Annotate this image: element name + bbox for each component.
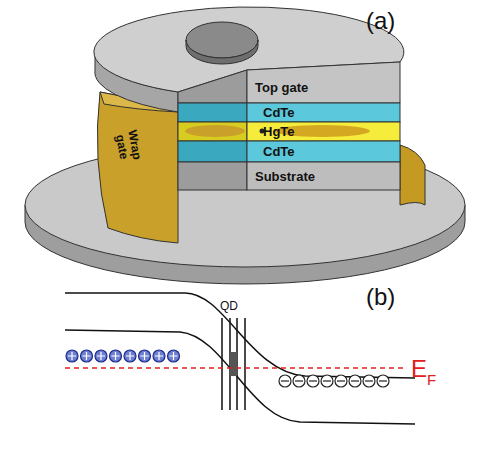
substrate-layer: Substrate — [247, 162, 400, 190]
cdte-layer: CdTe — [247, 103, 400, 122]
wrap-gate: Wrap gate — [106, 121, 149, 171]
panel-label: (a) — [366, 8, 395, 33]
layer-label: Top gate — [255, 80, 308, 95]
top-gate-layer: Top gate — [247, 72, 400, 103]
band-diagram — [65, 293, 415, 424]
layer-label: Wrap gate — [111, 122, 144, 170]
layer-label: CdTe — [263, 144, 295, 159]
layer-label: HgTe — [263, 124, 295, 139]
dot-label: QD — [220, 300, 238, 313]
electron-symbols — [279, 375, 389, 387]
fermi-subscript: F — [427, 372, 436, 388]
layer-label: CdTe — [263, 105, 295, 120]
fermi-level-label: E — [411, 356, 427, 381]
device-3d — [25, 7, 465, 284]
cdte-layer: CdTe — [247, 141, 400, 162]
layer-label: Substrate — [255, 169, 315, 184]
hgte-layer: HgTe — [247, 122, 400, 141]
panel-label: (b) — [366, 284, 395, 309]
hole-symbols — [66, 350, 180, 362]
